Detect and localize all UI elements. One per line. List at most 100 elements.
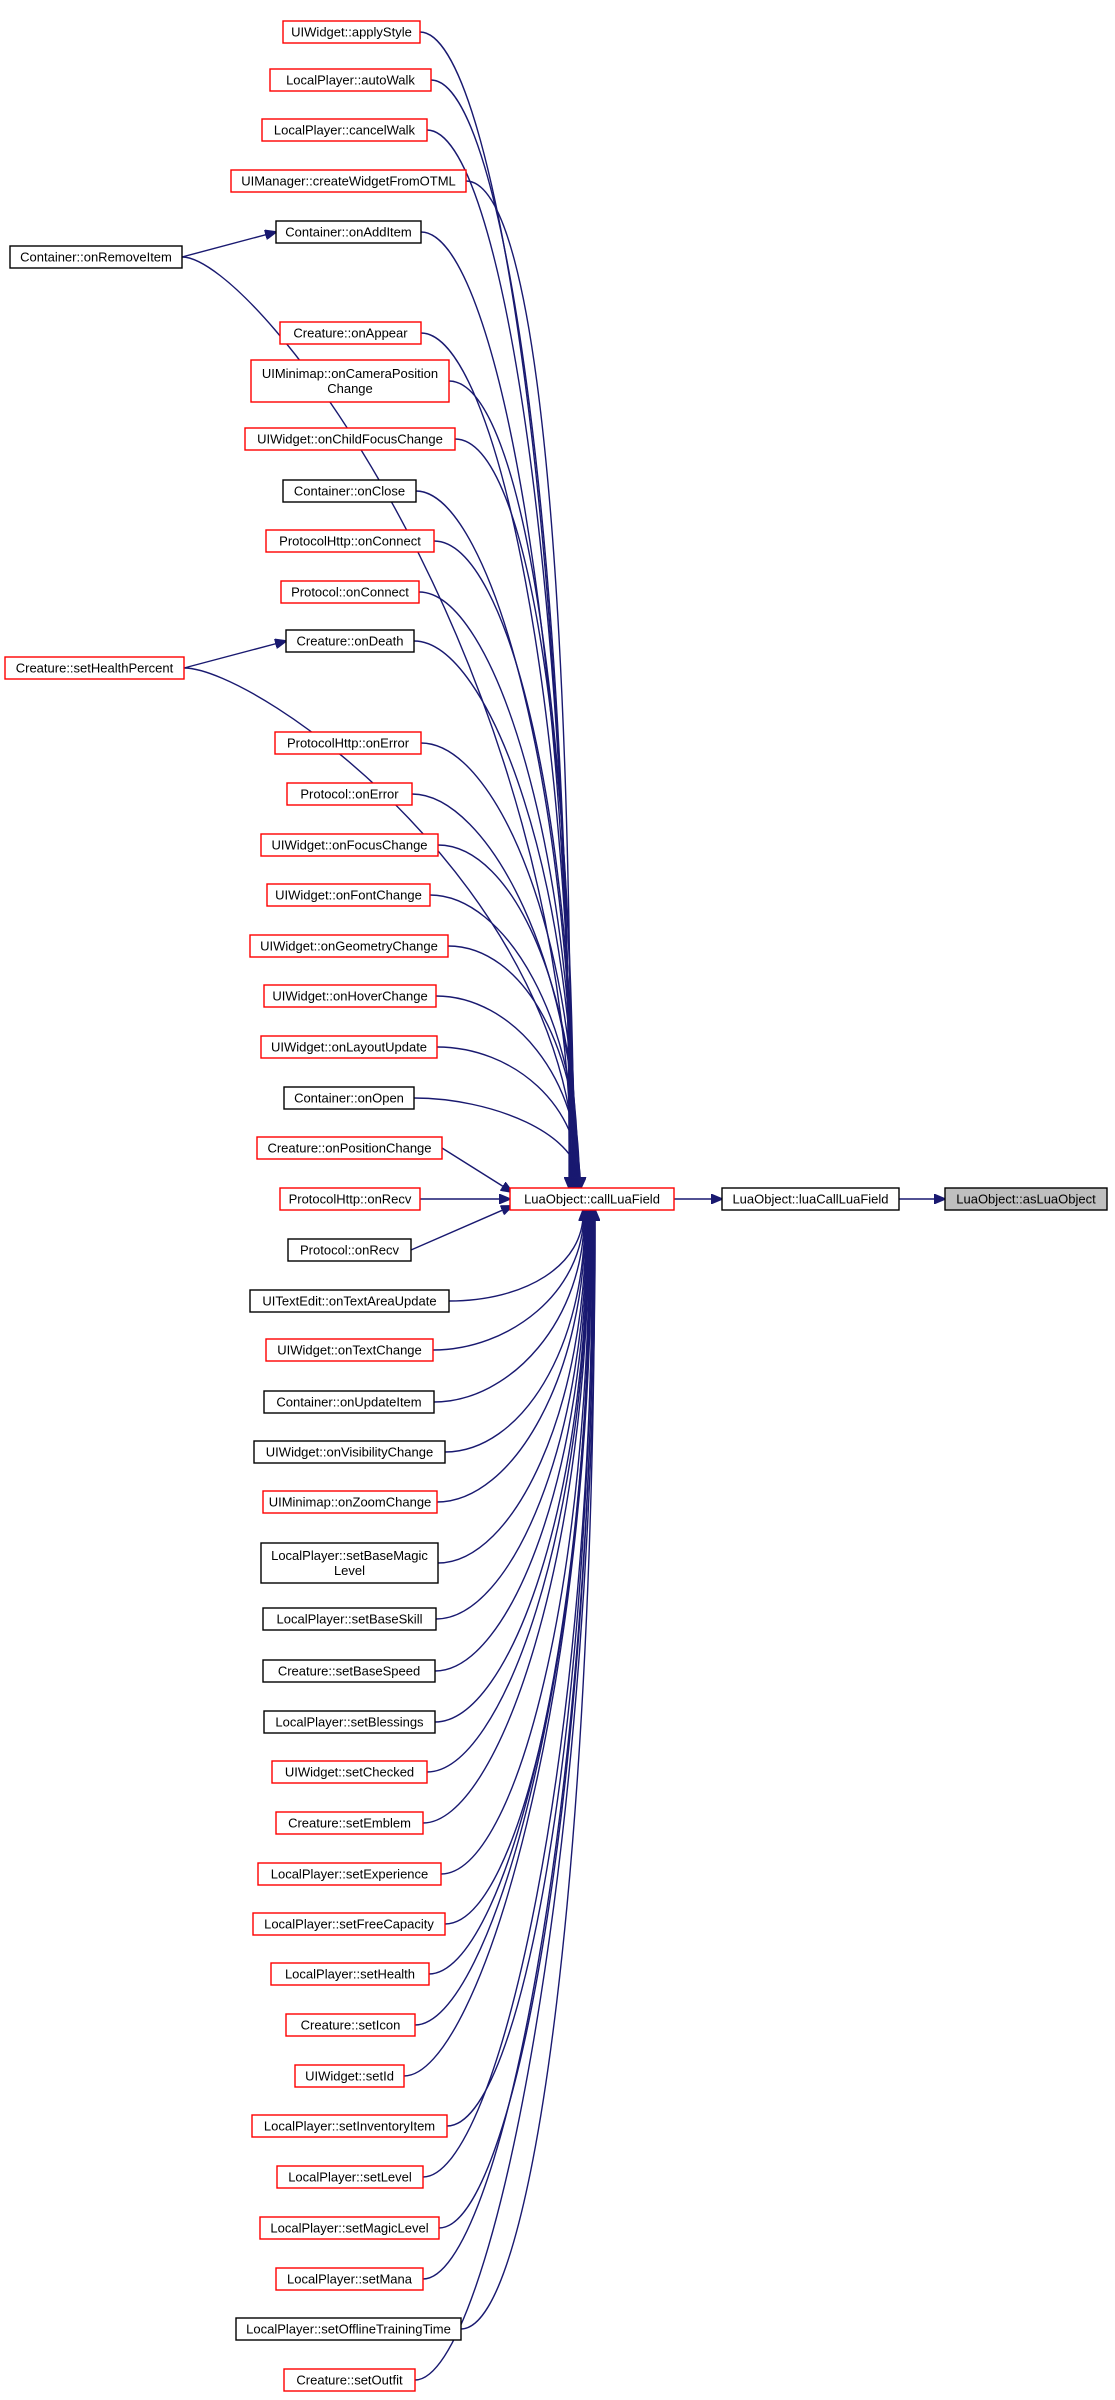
edge-n14-to-callLuaField <box>183 667 576 1188</box>
node-local-player-set-mana[interactable]: LocalPlayer::setMana <box>275 2267 424 2291</box>
node-local-player-set-level[interactable]: LocalPlayer::setLevel <box>276 2165 424 2189</box>
node-uiwidget-on-text-change[interactable]: UIWidget::onTextChange <box>265 1338 434 1362</box>
node-label: UIWidget::applyStyle <box>291 25 412 40</box>
edge-n43-to-callLuaField <box>422 1210 593 2178</box>
edge-n27-to-callLuaField <box>432 1210 584 1351</box>
node-box <box>263 1390 435 1414</box>
edge-n10-to-callLuaField <box>415 490 574 1188</box>
edge-n20-to-callLuaField <box>435 995 580 1188</box>
node-uiwidget-on-geometry-change[interactable]: UIWidget::onGeometryChange <box>249 934 449 958</box>
node-box <box>260 833 439 857</box>
node-uiwidget-on-focus-change[interactable]: UIWidget::onFocusChange <box>260 833 439 857</box>
node-local-player-set-offline-training-time[interactable]: LocalPlayer::setOfflineTrainingTime <box>235 2317 462 2341</box>
node-label: UIWidget::onHoverChange <box>272 989 427 1004</box>
node-uiwidget-on-visibility-change[interactable]: UIWidget::onVisibilityChange <box>253 1440 446 1464</box>
node-uiwidget-apply-style[interactable]: UIWidget::applyStyle <box>282 20 421 44</box>
node-protocol-http-on-recv[interactable]: ProtocolHttp::onRecv <box>279 1187 421 1211</box>
node-protocol-http-on-connect[interactable]: ProtocolHttp::onConnect <box>265 529 435 553</box>
node-creature-set-icon[interactable]: Creature::setIcon <box>285 2013 416 2037</box>
node-label: UIWidget::onFontChange <box>275 888 422 903</box>
node-lua-object-call-lua-field[interactable]: LuaObject::callLuaField <box>509 1187 675 1211</box>
node-creature-on-appear[interactable]: Creature::onAppear <box>279 321 422 345</box>
node-lua-object-lua-call-lua-field[interactable]: LuaObject::luaCallLuaField <box>721 1187 900 1211</box>
node-local-player-set-inventory-item[interactable]: LocalPlayer::setInventoryItem <box>251 2114 448 2138</box>
node-uiwidget-on-layout-update[interactable]: UIWidget::onLayoutUpdate <box>260 1035 438 1059</box>
node-label: Container::onAddItem <box>285 225 411 240</box>
node-box <box>280 580 420 604</box>
node-label: LocalPlayer::setHealth <box>285 1967 415 1982</box>
edge-n34-to-callLuaField <box>434 1210 588 1723</box>
node-box <box>249 934 449 958</box>
node-label: Creature::setIcon <box>301 2018 401 2033</box>
node-box <box>271 1760 428 1784</box>
node-label: Level <box>334 1563 365 1578</box>
node-local-player-auto-walk[interactable]: LocalPlayer::autoWalk <box>269 68 432 92</box>
node-box <box>230 169 467 193</box>
node-protocol-on-error[interactable]: Protocol::onError <box>286 782 413 806</box>
node-local-player-set-health[interactable]: LocalPlayer::setHealth <box>270 1962 430 1986</box>
node-label: UIWidget::onChildFocusChange <box>257 432 443 447</box>
node-container-on-open[interactable]: Container::onOpen <box>283 1086 415 1110</box>
edge-n26-to-callLuaField <box>448 1210 583 1302</box>
node-uiwidget-set-id[interactable]: UIWidget::setId <box>294 2064 405 2088</box>
node-uiwidget-on-font-change[interactable]: UIWidget::onFontChange <box>266 883 431 907</box>
node-uiwidget-on-hover-change[interactable]: UIWidget::onHoverChange <box>263 984 437 1008</box>
node-uimanager-create-widget-from-otml[interactable]: UIManager::createWidgetFromOTML <box>230 169 467 193</box>
node-lua-object-as-lua-object[interactable]: LuaObject::asLuaObject <box>944 1187 1108 1211</box>
node-protocol-on-connect[interactable]: Protocol::onConnect <box>280 580 420 604</box>
node-container-on-remove-item[interactable]: Container::onRemoveItem <box>9 245 183 269</box>
node-label: Protocol::onConnect <box>291 585 409 600</box>
edge-n40-to-callLuaField <box>414 1210 591 2026</box>
node-uiminimap-on-zoom-change[interactable]: UIMinimap::onZoomChange <box>262 1490 438 1514</box>
edge-n28-to-callLuaField <box>433 1210 584 1403</box>
edge-n11-to-callLuaField <box>433 540 575 1188</box>
node-local-player-set-experience[interactable]: LocalPlayer::setExperience <box>257 1862 442 1886</box>
node-box <box>251 2114 448 2138</box>
node-creature-set-health-percent[interactable]: Creature::setHealthPercent <box>4 656 185 680</box>
node-box <box>260 1035 438 1059</box>
node-box <box>287 1238 412 1262</box>
node-uitext-edit-on-text-area-update[interactable]: UITextEdit::onTextAreaUpdate <box>249 1289 450 1313</box>
node-local-player-set-free-capacity[interactable]: LocalPlayer::setFreeCapacity <box>252 1912 446 1936</box>
node-container-on-add-item[interactable]: Container::onAddItem <box>275 220 422 244</box>
node-label: UITextEdit::onTextAreaUpdate <box>262 1294 436 1309</box>
node-local-player-set-magic-level[interactable]: LocalPlayer::setMagicLevel <box>259 2216 440 2240</box>
node-protocol-on-recv[interactable]: Protocol::onRecv <box>287 1238 412 1262</box>
edges-layer <box>181 31 945 2381</box>
node-local-player-set-base-skill[interactable]: LocalPlayer::setBaseSkill <box>262 1607 437 1631</box>
node-box <box>286 782 413 806</box>
node-creature-set-emblem[interactable]: Creature::setEmblem <box>275 1811 424 1835</box>
edge-n38-to-callLuaField <box>444 1210 590 1925</box>
node-label: UIManager::createWidgetFromOTML <box>241 174 456 189</box>
node-protocol-http-on-error[interactable]: ProtocolHttp::onError <box>274 731 422 755</box>
edge-n6-to-callLuaField <box>181 256 572 1188</box>
node-creature-on-death[interactable]: Creature::onDeath <box>285 629 415 653</box>
node-label: UIWidget::onTextChange <box>277 1343 422 1358</box>
node-label: UIWidget::onFocusChange <box>271 838 427 853</box>
node-box <box>263 1710 436 1734</box>
node-label: Protocol::onError <box>300 787 399 802</box>
node-box <box>275 220 422 244</box>
node-uiwidget-on-child-focus-change[interactable]: UIWidget::onChildFocusChange <box>244 427 456 451</box>
node-creature-set-base-speed[interactable]: Creature::setBaseSpeed <box>262 1659 436 1683</box>
node-local-player-cancel-walk[interactable]: LocalPlayer::cancelWalk <box>261 118 428 142</box>
node-box <box>944 1187 1108 1211</box>
node-label: LocalPlayer::setExperience <box>271 1867 429 1882</box>
node-box <box>274 731 422 755</box>
node-creature-set-outfit[interactable]: Creature::setOutfit <box>283 2368 416 2392</box>
edge-n46-to-callLuaField <box>460 1210 595 2330</box>
edge-n35-to-callLuaField <box>426 1210 588 1773</box>
node-local-player-set-blessings[interactable]: LocalPlayer::setBlessings <box>263 1710 436 1734</box>
node-box <box>262 1659 436 1683</box>
node-container-on-update-item[interactable]: Container::onUpdateItem <box>263 1390 435 1414</box>
node-box <box>259 2216 440 2240</box>
node-container-on-close[interactable]: Container::onClose <box>282 479 417 503</box>
node-uiwidget-set-checked[interactable]: UIWidget::setChecked <box>271 1760 428 1784</box>
node-creature-on-position-change[interactable]: Creature::onPositionChange <box>256 1136 443 1160</box>
node-box <box>266 883 431 907</box>
node-box <box>261 118 428 142</box>
node-label: LuaObject::callLuaField <box>524 1192 660 1207</box>
